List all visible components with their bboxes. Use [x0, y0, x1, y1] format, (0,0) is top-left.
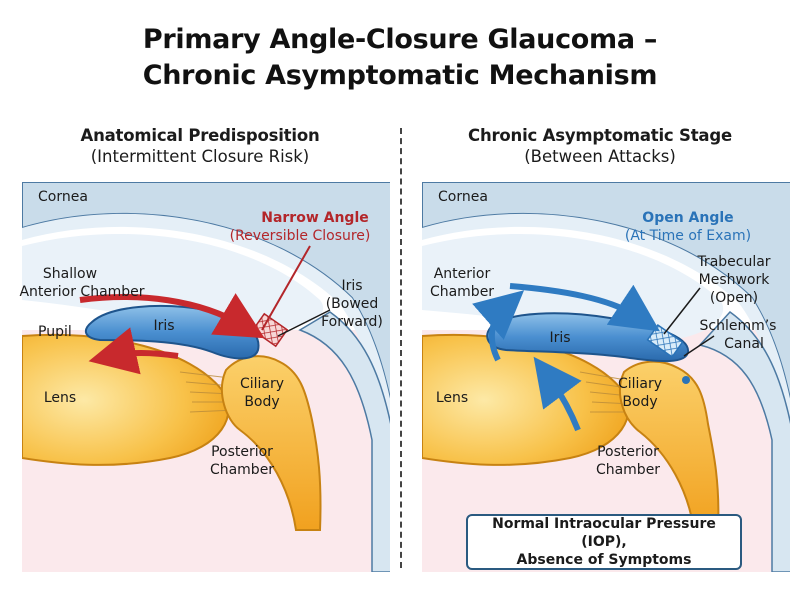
label-anterior-chamber-right: Chamber — [430, 284, 494, 300]
label-cornea-left: Cornea — [38, 189, 88, 205]
label-trabecular: Trabecular — [696, 254, 770, 270]
iop-box-line-2: Absence of Symptoms — [516, 552, 692, 568]
label-at-time-of-exam: (At Time of Exam) — [625, 228, 751, 244]
left-panel-heading: Anatomical Predisposition — [80, 126, 320, 145]
iris-bowed-pointer — [277, 309, 331, 337]
label-iris-bowed-2: (Bowed — [326, 296, 379, 312]
trabecular-meshwork-open — [646, 323, 684, 359]
label-body-left: Body — [244, 394, 279, 410]
label-open-angle: Open Angle — [642, 210, 733, 226]
iop-box-line-1: Normal Intraocular Pressure (IOP), — [492, 516, 716, 550]
label-lens-right: Lens — [436, 390, 468, 406]
panel-divider — [400, 128, 402, 568]
right-panel-subheading: (Between Attacks) — [524, 147, 676, 166]
label-iris-bowed-1: Iris — [341, 278, 362, 294]
iop-summary-box: Normal Intraocular Pressure (IOP), Absen… — [466, 514, 742, 570]
label-iris-left: Iris — [153, 318, 174, 334]
label-posterior-chamber-right: Chamber — [596, 462, 660, 478]
aqueous-flow-arrow-forward — [79, 293, 265, 339]
aqueous-flow-arrow-pupil — [533, 356, 582, 432]
left-panel-subheading: (Intermittent Closure Risk) — [90, 147, 310, 166]
label-reversible-closure: (Reversible Closure) — [230, 228, 371, 244]
aqueous-flow-arrow-up — [472, 290, 525, 362]
label-cornea-right: Cornea — [438, 189, 488, 205]
label-schlemms: Schlemm’s — [700, 318, 777, 334]
schlemm-pointer — [683, 335, 715, 357]
label-ciliary-left: Ciliary — [240, 376, 284, 392]
ciliary-body-right — [619, 360, 720, 531]
label-shallow: Shallow — [43, 266, 97, 282]
narrow-angle-pointer — [261, 245, 311, 331]
aqueous-flow-arrow-out — [509, 283, 660, 332]
title-line-2: Chronic Asymptomatic Mechanism — [142, 60, 658, 91]
schlemms-canal — [682, 376, 690, 384]
label-body-right: Body — [622, 394, 657, 410]
aqueous-flow-arrow-back — [88, 327, 179, 375]
label-posterior-chamber-left: Chamber — [210, 462, 274, 478]
right-panel-heading: Chronic Asymptomatic Stage — [468, 126, 732, 145]
right-panel-header: Chronic Asymptomatic Stage (Between Atta… — [415, 126, 785, 166]
title-line-1: Primary Angle-Closure Glaucoma – — [142, 24, 658, 55]
label-canal: Canal — [724, 336, 764, 352]
label-pupil: Pupil — [38, 324, 72, 340]
label-narrow-angle: Narrow Angle — [261, 210, 369, 226]
label-iris-bowed-3: Forward) — [321, 314, 383, 330]
label-lens-left: Lens — [44, 390, 76, 406]
label-anterior-chamber-left: Anterior Chamber — [19, 284, 144, 300]
label-meshwork: Meshwork — [699, 272, 771, 288]
ciliary-body — [221, 355, 322, 531]
label-anterior-right: Anterior — [434, 266, 491, 282]
label-iris-right: Iris — [549, 330, 570, 346]
trabecular-pointer — [663, 287, 701, 335]
label-posterior-left: Posterior — [211, 444, 273, 460]
label-meshwork-open: (Open) — [710, 290, 758, 306]
label-ciliary-right: Ciliary — [618, 376, 662, 392]
label-posterior-right: Posterior — [597, 444, 659, 460]
left-panel-header: Anatomical Predisposition (Intermittent … — [15, 126, 385, 166]
